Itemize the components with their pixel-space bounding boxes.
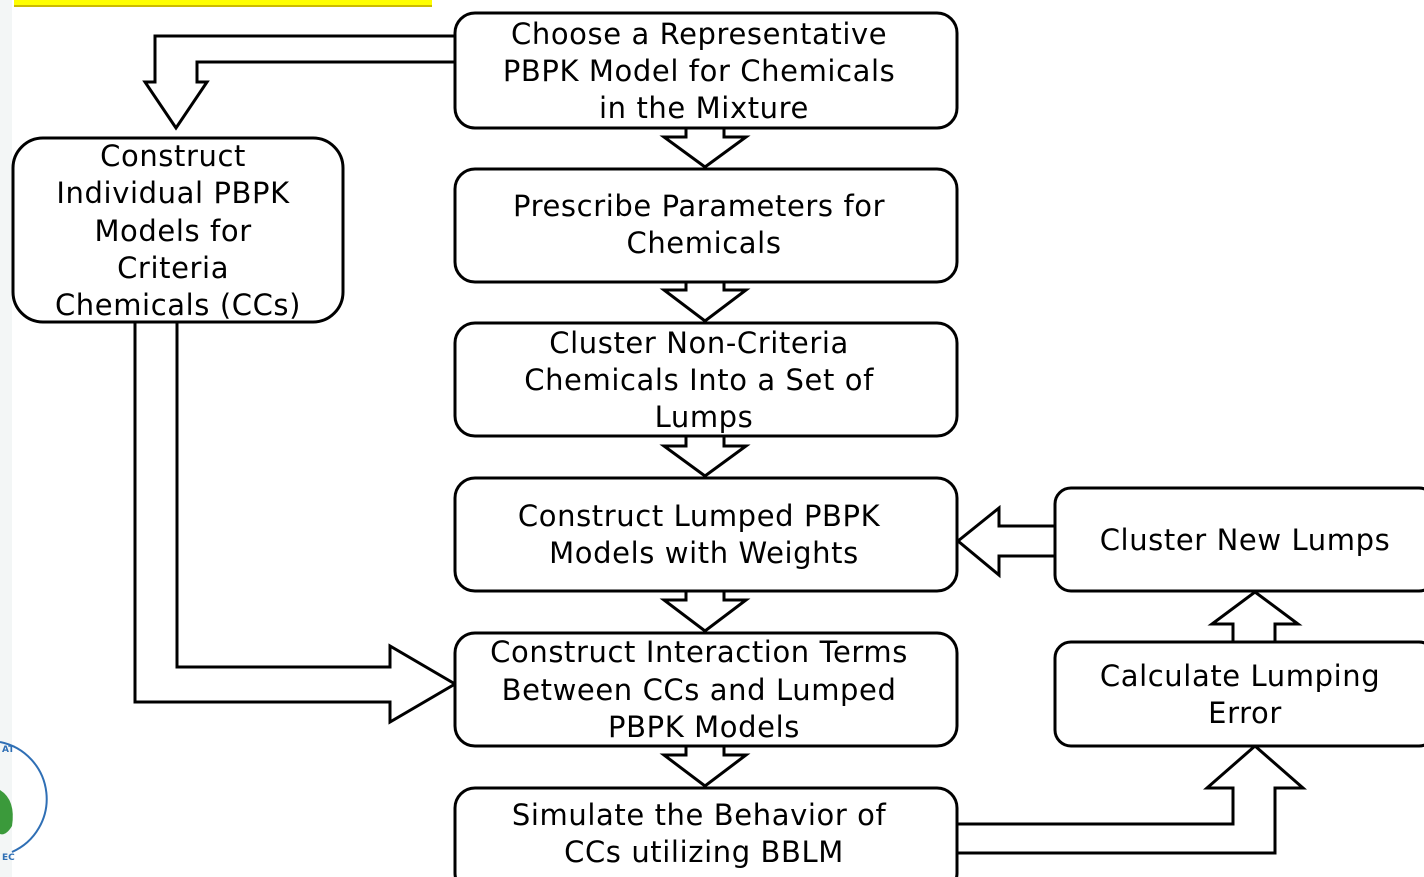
step-box-cluster-new-lumps xyxy=(1053,486,1424,593)
arrow-down-5 xyxy=(659,744,751,788)
epa-seal-icon: AT EC xyxy=(0,741,48,863)
top-highlight-strip xyxy=(14,0,432,7)
left-margin-stripe xyxy=(0,0,12,877)
step-label-cluster-non-criteria: Cluster Non-Criteria Chemicals Into a Se… xyxy=(524,326,884,434)
arrow-down-1 xyxy=(659,126,751,169)
step-label-cluster-new-lumps: Cluster New Lumps xyxy=(1100,523,1391,557)
step-box-choose-model xyxy=(453,11,959,130)
arrow-left-box-to-interaction xyxy=(133,320,458,725)
step-label-simulate: Simulate the Behavior of CCs utilizing B… xyxy=(512,798,896,869)
step-label-individual-pbpk: Construct Individual PBPK Models for Cri… xyxy=(55,139,301,322)
arrow-error-to-cluster xyxy=(1207,590,1303,644)
step-box-prescribe-parameters xyxy=(453,167,959,284)
step-label-calculate-error: Calculate Lumping Error xyxy=(1100,659,1390,730)
arrow-simulate-to-error xyxy=(955,744,1307,855)
arrow-down-2 xyxy=(659,280,751,323)
step-box-interaction-terms xyxy=(453,631,959,748)
step-box-construct-lumped xyxy=(453,476,959,593)
step-label-construct-lumped: Construct Lumped PBPK Models with Weight… xyxy=(518,499,890,570)
step-label-choose-model: Choose a Representative PBPK Model for C… xyxy=(503,17,905,125)
arrow-down-3 xyxy=(659,434,751,478)
step-box-cluster-non-criteria xyxy=(453,321,959,438)
arrow-cluster-to-lumped xyxy=(955,504,1057,579)
step-box-calculate-error xyxy=(1053,640,1424,748)
svg-text:AT: AT xyxy=(2,745,15,755)
step-box-simulate xyxy=(453,786,959,877)
step-box-individual-pbpk xyxy=(11,136,345,324)
step-label-prescribe-parameters: Prescribe Parameters for Chemicals xyxy=(513,189,895,260)
arrow-top-to-left-box xyxy=(142,34,457,131)
arrow-down-4 xyxy=(659,589,751,633)
svg-text:EC: EC xyxy=(2,853,15,863)
step-label-interaction-terms: Construct Interaction Terms Between CCs … xyxy=(490,635,918,744)
